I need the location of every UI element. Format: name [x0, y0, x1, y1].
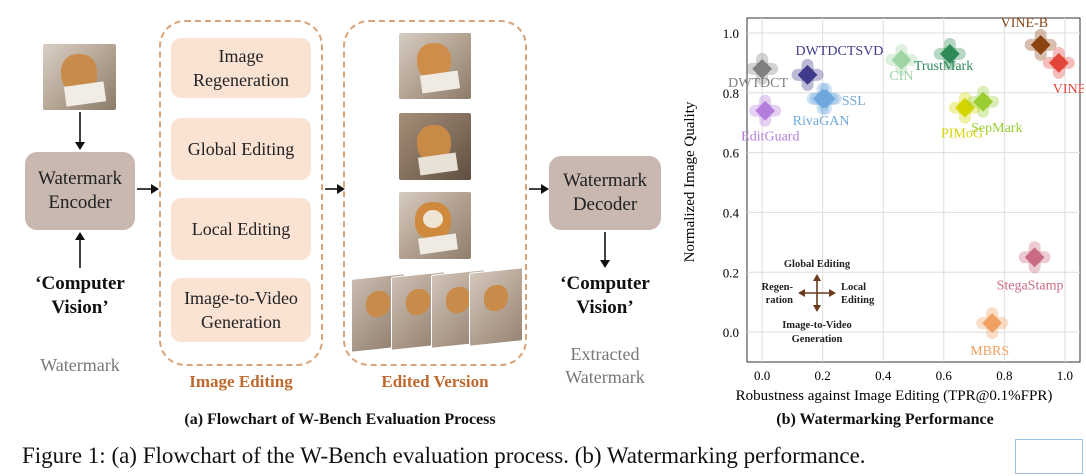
chart-x-tick-label: 0.4 [875, 368, 892, 383]
chart-point-sepmark: SepMark [967, 85, 1022, 136]
chart-point-label: PIMoG [941, 127, 983, 142]
chart-point-marker [1048, 52, 1069, 73]
chart-point-dwtdctsvd: DWTDCTSVD [791, 44, 884, 91]
watermarking-performance-chart: 0.0 0.2 0.4 0.6 0.8 1.0 0.0 0.2 0.4 0.6 0.8 1.0 DW… [682, 16, 1084, 404]
image-editing-label: Image Editing [189, 372, 293, 391]
figure-caption: Figure 1: (a) Flowchart of the W-Bench e… [22, 443, 866, 468]
chart-y-ticks: 0.0 0.2 0.4 0.6 0.8 1.0 [723, 26, 740, 340]
chart-point-marker [815, 88, 836, 109]
chart-y-tick-label: 0.6 [723, 146, 740, 161]
chart-point-label: EditGuard [741, 130, 799, 145]
flowchart-subcaption: (a) Flowchart of W-Bench Evaluation Proc… [184, 411, 496, 428]
chart-point-label: DWTDCTSVD [796, 44, 884, 59]
chart-point-label: MBRS [970, 344, 1009, 359]
chart-point-ssl: SSL [809, 82, 866, 115]
chart-points: DWTDCT DWTDCTSVD RivaGAN SSL EditGuard CINTru… [728, 16, 1084, 359]
legend-arrowhead-right [829, 289, 836, 297]
legend-arrowhead-up [813, 274, 821, 281]
chart-point-dwtdct: DWTDCT [728, 52, 788, 91]
chart-x-tick-label: 0.6 [936, 368, 953, 383]
chart-point-mbrs: MBRS [970, 307, 1009, 359]
chart-x-tick-label: 0.0 [754, 368, 770, 383]
chart-point-label: RivaGAN [793, 114, 850, 129]
chart-point-marker [982, 313, 1003, 334]
chart-point-label: TrustMark [914, 59, 973, 74]
chart-point-label: SepMark [971, 121, 1022, 136]
legend-label-local: Editing [841, 295, 875, 306]
chart-x-label: Robustness against Image Editing (TPR@0.… [736, 388, 1053, 404]
chart-point-label: CIN [889, 69, 913, 84]
legend-label-regen: ration [766, 295, 794, 306]
chart-point-label: VINE-B [1001, 16, 1048, 31]
image-editing-group [159, 20, 323, 366]
legend-label-i2v: Image-to-Video [782, 320, 852, 331]
caption-overlay-box [1015, 439, 1083, 474]
edited-version-group [343, 20, 527, 366]
chart-y-tick-label: 0.2 [723, 265, 739, 280]
chart-x-tick-label: 0.8 [996, 368, 1012, 383]
chart-point-pimog: PIMoG [941, 91, 983, 142]
arrow-text-to-encoder [75, 232, 85, 268]
chart-y-tick-label: 0.0 [723, 325, 739, 340]
watermark-caption: Watermark [40, 355, 120, 375]
input-dog-photo [43, 44, 116, 110]
chart-point-vine-b: VINE-B [1001, 16, 1057, 61]
chart-point-vine-r: VINE-R [1042, 46, 1084, 97]
editing-item-global: Global Editing [171, 118, 311, 180]
arrow-encoder-to-editing [137, 184, 159, 194]
edited-photo-local [399, 192, 471, 259]
chart-y-tick-label: 0.4 [723, 205, 740, 220]
chart-subcaption: (b) Watermarking Performance [776, 411, 994, 428]
legend-arrowhead-left [798, 289, 805, 297]
legend-arrowhead-down [813, 305, 821, 312]
edited-video-frames [351, 267, 523, 353]
edited-version-label: Edited Version [381, 372, 489, 391]
arrow-edited-to-decoder [529, 184, 549, 194]
chart-point-label: VINE-R [1053, 82, 1084, 97]
chart-y-label: Normalized Image Quality [682, 101, 698, 262]
chart-x-tick-label: 1.0 [1057, 368, 1073, 383]
chart-point-label: SSL [842, 94, 866, 109]
arrow-editing-to-edited [325, 184, 345, 194]
arrow-decoder-to-output [600, 232, 610, 268]
chart-point-cin: CIN [885, 43, 918, 84]
chart-point-label: DWTDCT [728, 76, 788, 91]
chart-x-tick-label: 0.2 [815, 368, 831, 383]
chart-point-stegastamp: StegaStamp [997, 241, 1064, 293]
arrow-photo-to-encoder [75, 112, 85, 150]
chart-point-label: StegaStamp [997, 278, 1064, 293]
chart-y-tick-label: 0.8 [723, 86, 739, 101]
chart-y-tick-label: 1.0 [723, 26, 739, 41]
legend-label-local: Local [841, 282, 866, 293]
edited-photo-global [399, 113, 471, 180]
legend-label-i2v: Generation [792, 334, 843, 345]
legend-label-global: Global Editing [784, 259, 851, 270]
chart-x-ticks: 0.0 0.2 0.4 0.6 0.8 1.0 [754, 368, 1073, 383]
editing-item-local: Local Editing [171, 198, 311, 260]
chart-point-trustmark: TrustMark [914, 37, 973, 74]
edited-photo-regeneration [399, 33, 471, 99]
chart-point-editguard: EditGuard [741, 94, 799, 145]
legend-label-regen: Regen- [762, 282, 794, 293]
